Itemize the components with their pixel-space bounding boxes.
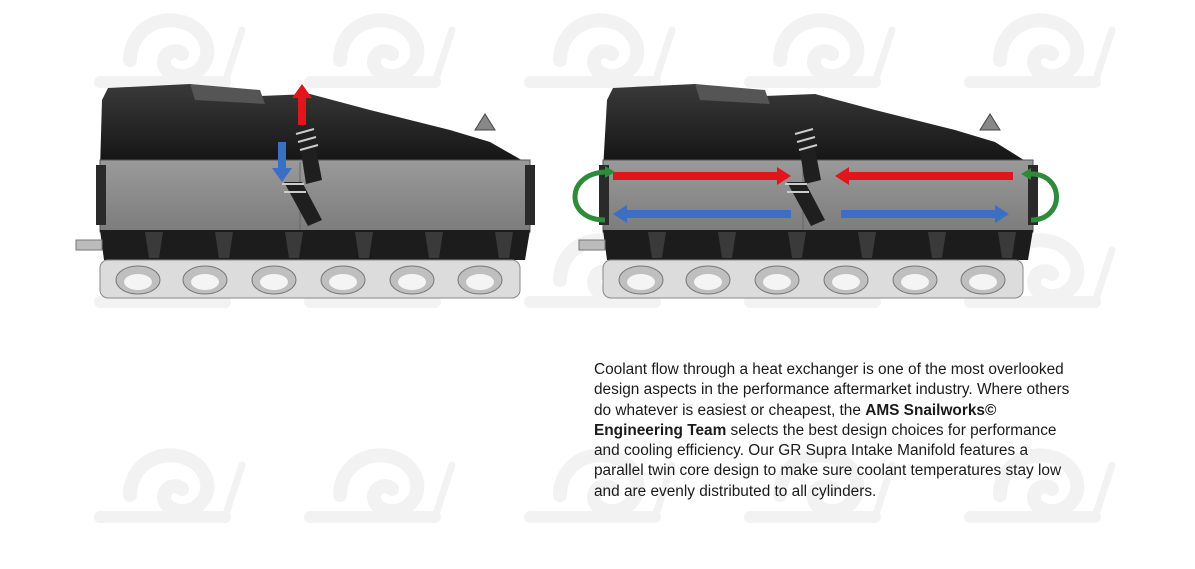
head-flange: [99, 259, 521, 299]
coolant-fitting-upper: [298, 128, 322, 184]
hot-flow-arrow-right-core: [835, 167, 1013, 185]
coolant-flow-description: Coolant flow through a heat exchanger is…: [594, 360, 1074, 502]
description-outro: selects the best design choices for perf…: [594, 421, 1062, 500]
cold-coolant-in-arrow: [272, 142, 292, 182]
intake-runners: [100, 230, 530, 260]
brand-team-name: AMS Snailworks© Engineering Team: [594, 401, 997, 439]
hot-flow-arrow-left-core: [613, 167, 791, 185]
single-core-manifold-diagram: [75, 84, 535, 299]
description-intro: Coolant flow through a heat exchanger is…: [594, 361, 1070, 419]
hot-coolant-out-arrow: [292, 84, 312, 125]
manifold-top-cover: [100, 84, 525, 170]
crossover-loop-left-arrow: [572, 169, 606, 223]
cold-flow-arrow-right-core: [841, 205, 1009, 223]
crossover-loop-right-arrow: [1030, 171, 1059, 223]
cold-flow-arrow-left-core: [613, 205, 791, 223]
twin-core-manifold-diagram: [572, 84, 1059, 299]
